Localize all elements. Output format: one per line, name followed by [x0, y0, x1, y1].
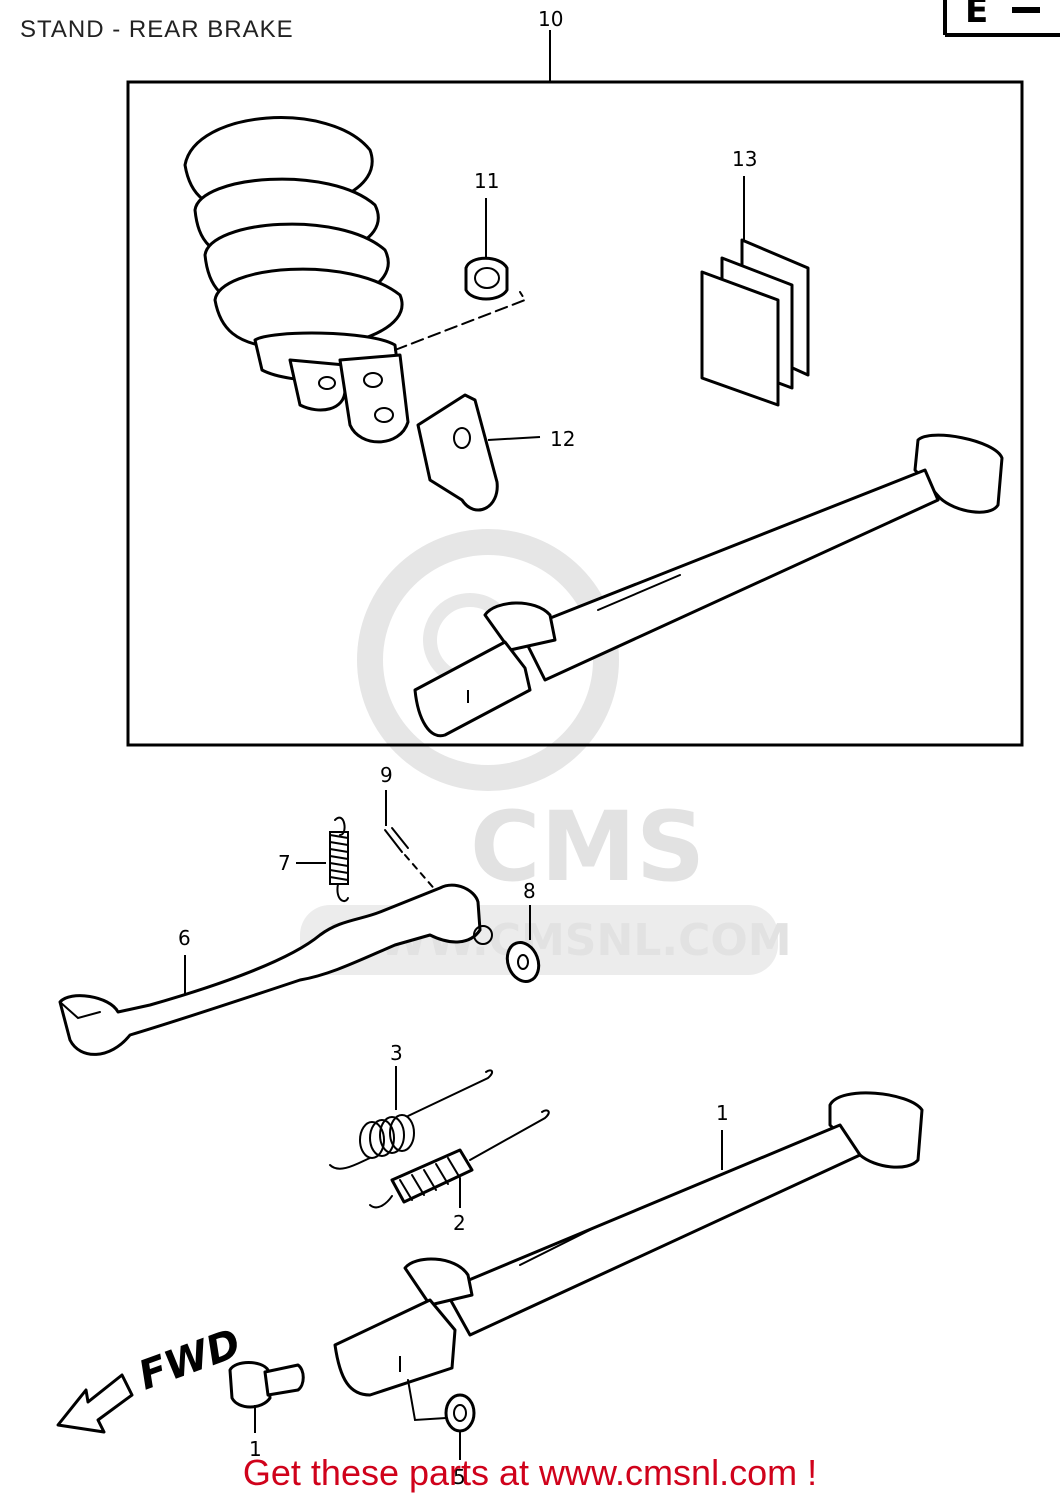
- callout-6: 6: [178, 926, 191, 950]
- fwd-arrow: FWD: [56, 1320, 247, 1434]
- kit-side-stand: [413, 433, 1004, 738]
- part-6-brake-pedal: [58, 883, 493, 1056]
- kit-box: [126, 30, 1024, 747]
- callout-8: 8: [523, 879, 536, 903]
- callout-7: 7: [278, 851, 291, 875]
- callout-13: 13: [732, 147, 757, 171]
- callout-5: 5: [453, 1465, 466, 1489]
- callout-10: 10: [538, 7, 563, 31]
- callout-2: 2: [453, 1211, 466, 1235]
- watermark-brand: CMS: [470, 791, 705, 903]
- part-2-spring: [369, 1109, 550, 1209]
- part-3-spring: [329, 1066, 494, 1170]
- callout-9: 9: [380, 763, 393, 787]
- part-8-washer: [505, 905, 541, 983]
- callout-1-bolt: 1: [249, 1437, 262, 1461]
- section-tag-letter: E: [965, 0, 988, 31]
- fwd-label: FWD: [133, 1320, 247, 1399]
- callout-12: 12: [550, 427, 575, 451]
- section-tag: E: [943, 0, 1060, 37]
- part-7-spring: [296, 816, 349, 903]
- footer-link[interactable]: Get these parts at www.cmsnl.com !: [242, 1452, 818, 1493]
- part-11-nut: [464, 198, 509, 301]
- part-13-pads: [700, 176, 810, 407]
- callout-11: 11: [474, 169, 499, 193]
- part-1-bolt: [228, 1361, 305, 1433]
- rear-shock-spring: [183, 116, 527, 444]
- part-5-nut: [407, 1379, 476, 1460]
- callout-3: 3: [390, 1041, 403, 1065]
- page-title: STAND - REAR BRAKE: [20, 16, 294, 43]
- part-1-side-stand: [333, 1091, 924, 1397]
- part-12-bracket: [416, 393, 541, 512]
- callout-1: 1: [716, 1101, 729, 1125]
- callout-labels: 10 11 13 12 9 7 8 6 3 1 2 1 5: [178, 7, 757, 1489]
- cms-watermark: CMS WWW.CMSNL.COM: [300, 529, 792, 975]
